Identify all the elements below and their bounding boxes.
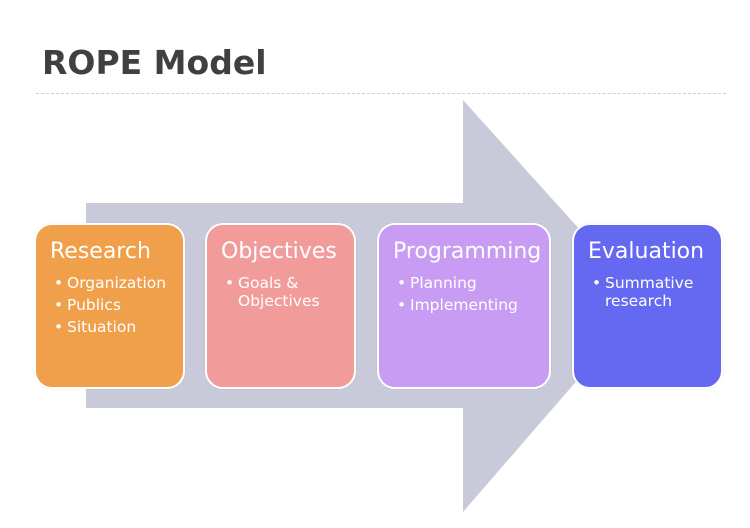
bullet-text: Planning (410, 274, 477, 293)
stage-objectives-heading: Objectives (221, 239, 337, 264)
bullet-item: Situation (54, 316, 173, 338)
bullet-text: Organization (67, 274, 167, 293)
bullet-item: Summative research (592, 272, 711, 310)
arrow-shape (86, 100, 645, 512)
stage-programming-box: Programming Planning Implementing (377, 223, 551, 389)
bullet-item: Publics (54, 294, 173, 316)
bullet-text: Summative research (605, 274, 694, 311)
stage-objectives-box: Objectives Goals & Objectives (205, 223, 356, 389)
stage-evaluation-box: Evaluation Summative research (572, 223, 723, 389)
stage-evaluation-heading: Evaluation (588, 239, 705, 264)
bullet-item: Planning (397, 272, 539, 294)
stage-research-list: Organization Publics Situation (50, 272, 173, 338)
stage-objectives-list: Goals & Objectives (221, 272, 344, 310)
bullet-text: Publics (67, 296, 121, 315)
bullet-text: Implementing (410, 296, 518, 315)
title-divider (36, 93, 726, 94)
bullet-item: Organization (54, 272, 173, 294)
stage-research-box: Research Organization Publics Situation (34, 223, 185, 389)
bullet-item: Implementing (397, 294, 539, 316)
slide-title: ROPE Model (42, 43, 267, 82)
bullet-text: Situation (67, 318, 137, 337)
bullet-text: Goals & Objectives (238, 274, 320, 311)
stage-research-heading: Research (50, 239, 151, 264)
stage-programming-list: Planning Implementing (393, 272, 539, 316)
stage-programming-heading: Programming (393, 239, 542, 264)
stage-evaluation-list: Summative research (588, 272, 711, 310)
bullet-item: Goals & Objectives (225, 272, 344, 310)
